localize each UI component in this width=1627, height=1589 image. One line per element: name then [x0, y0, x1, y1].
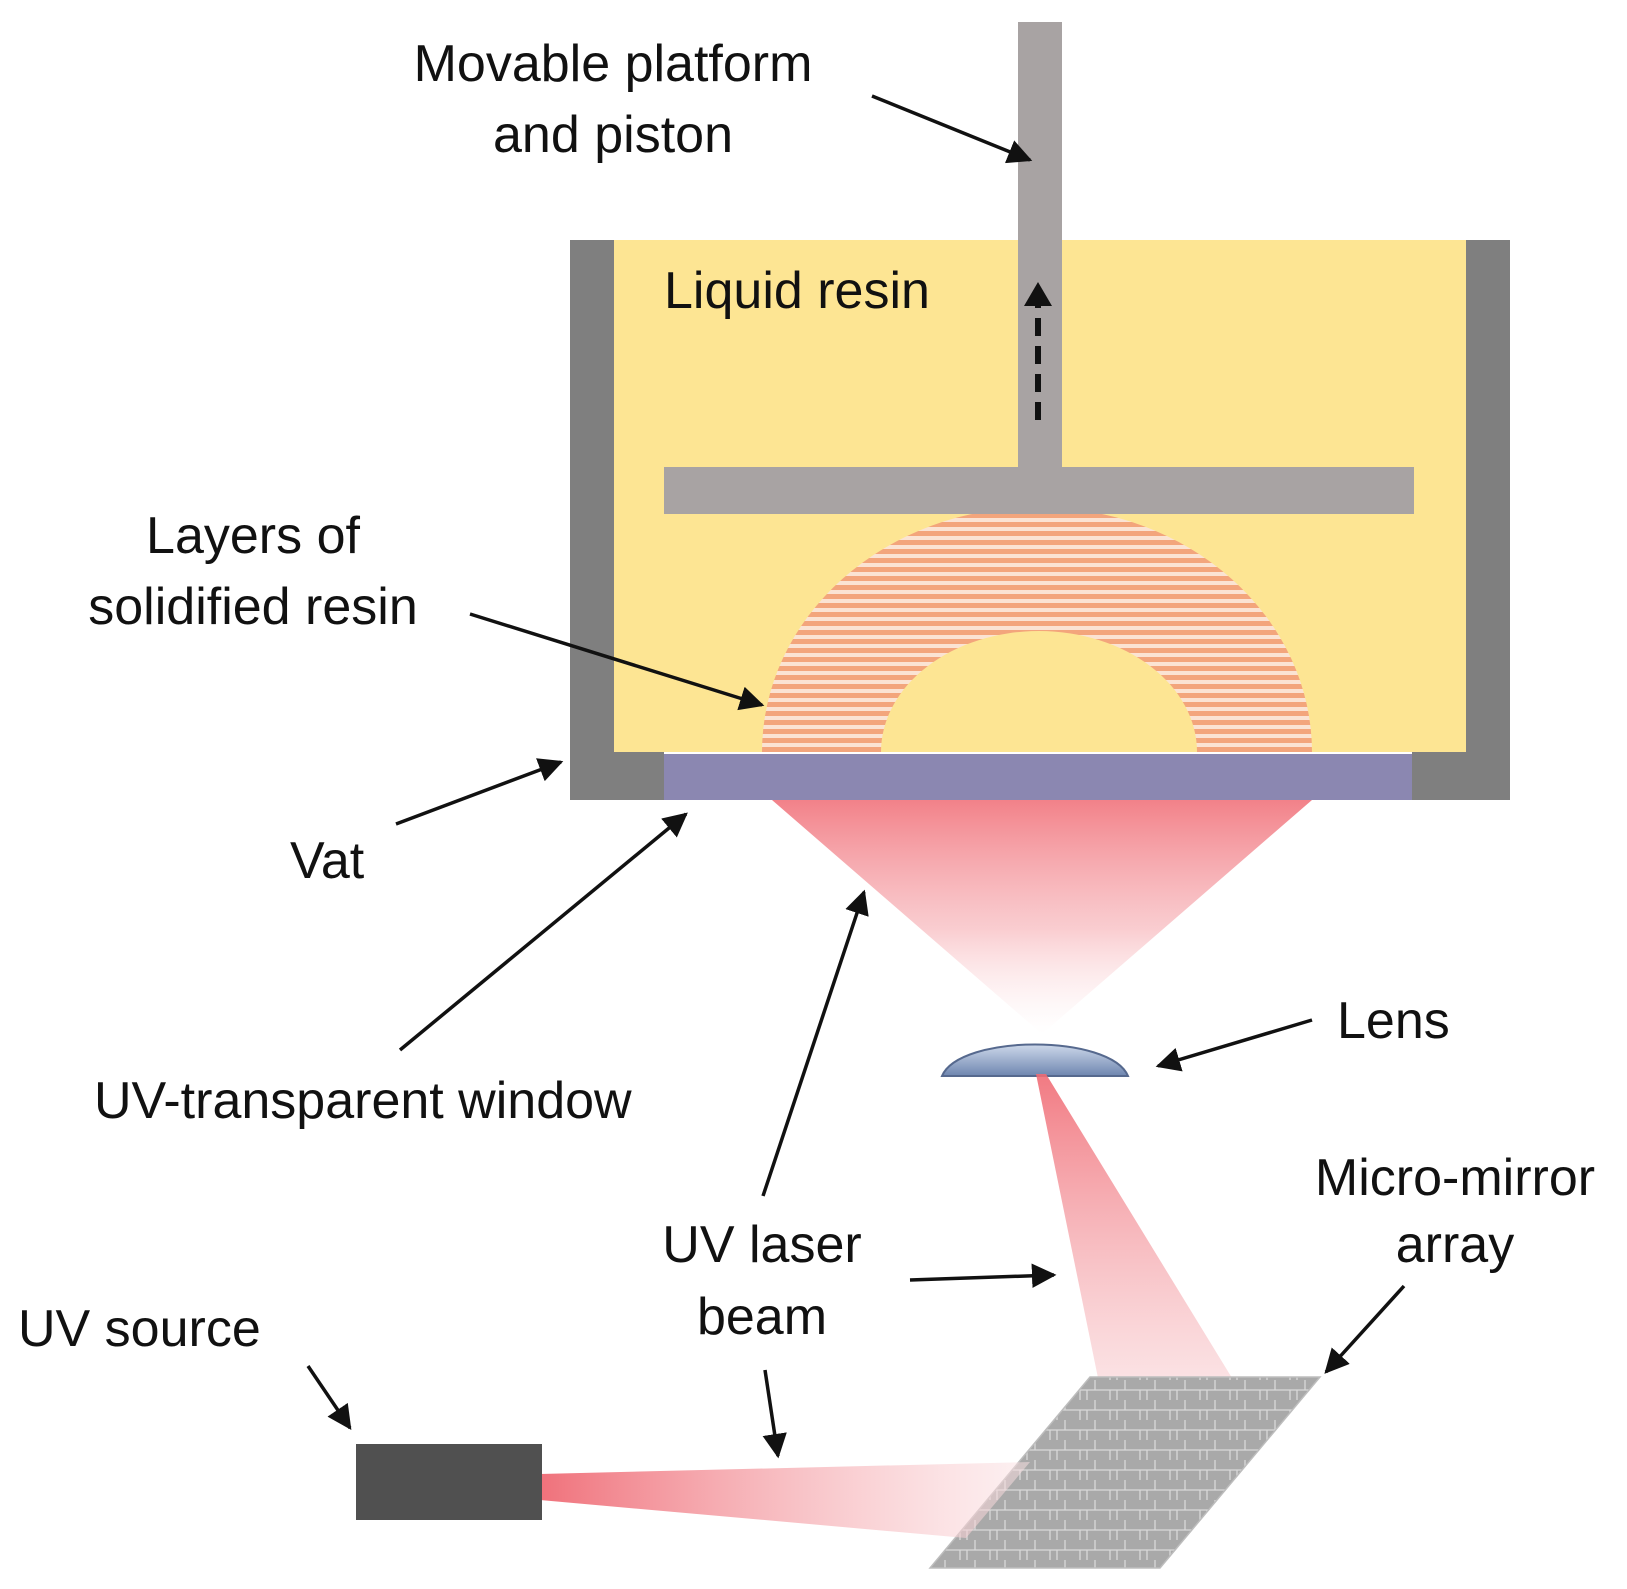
arrow-layers	[469, 612, 765, 711]
vat-right-wall	[1466, 240, 1510, 800]
arrow-lens	[1155, 1018, 1313, 1072]
uv-transparent-window	[664, 754, 1412, 800]
arrow-uv-beam-right	[909, 1263, 1057, 1289]
arrow-uv-beam-top	[761, 889, 869, 1197]
labels: Movable platform and piston Liquid resin…	[18, 35, 1595, 1358]
movable-platform	[664, 22, 1414, 514]
label-platform-line2: and piston	[493, 106, 733, 164]
label-uv-laser-line2: beam	[697, 1288, 827, 1346]
label-platform-line1: Movable platform	[414, 35, 813, 93]
lens-icon	[940, 1043, 1130, 1077]
vat-floor-left	[570, 752, 664, 800]
reflected-uv-beam	[1036, 1074, 1232, 1378]
label-lens: Lens	[1337, 992, 1450, 1050]
vat-left-wall	[570, 240, 614, 800]
label-uv-window: UV-transparent window	[94, 1072, 632, 1130]
label-micromirror-line2: array	[1396, 1216, 1514, 1274]
label-uv-laser-line1: UV laser	[662, 1216, 861, 1274]
arrow-micromirror	[1324, 1284, 1406, 1374]
label-micromirror-line1: Micro-mirror	[1315, 1149, 1595, 1207]
arrow-uv-window	[398, 812, 688, 1052]
piston-rod	[1018, 22, 1062, 477]
build-platform	[664, 467, 1414, 514]
label-uv-source: UV source	[18, 1300, 261, 1358]
label-liquid-resin: Liquid resin	[664, 262, 930, 320]
arrow-platform	[871, 94, 1033, 164]
leader-arrows	[306, 94, 1406, 1459]
arrow-uv-beam-bottom	[762, 1369, 787, 1459]
arrow-vat	[395, 758, 564, 826]
upward-motion-arrow	[1024, 282, 1052, 420]
vat-floor-right	[1412, 752, 1510, 800]
source-uv-beam	[540, 1462, 1030, 1538]
uv-source-box	[356, 1444, 542, 1520]
label-layers-line2: solidified resin	[88, 578, 418, 636]
arrow-uv-source	[306, 1365, 352, 1431]
projected-uv-beam	[772, 800, 1312, 1034]
label-layers-line1: Layers of	[146, 507, 360, 565]
label-vat: Vat	[290, 832, 365, 890]
